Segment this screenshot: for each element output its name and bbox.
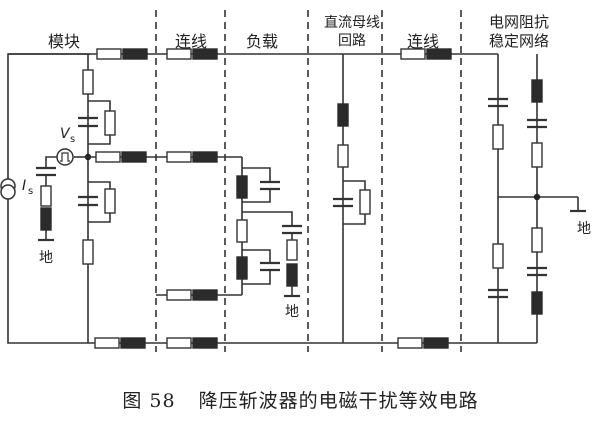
dc-bus-loop <box>333 54 371 343</box>
section-label-grid-2: 稳定网络 <box>489 32 549 50</box>
grid-impedance-network: 地 <box>488 54 591 343</box>
section-label-dc-bus-2: 回路 <box>338 33 366 49</box>
module-resistor-top <box>82 69 94 95</box>
vs-label: V <box>60 126 71 142</box>
figure-number: 图 58 <box>122 390 176 412</box>
module-resistor-bottom <box>82 239 94 265</box>
vs-subscript: s <box>70 134 75 145</box>
ground-label-grid: 地 <box>577 221 591 237</box>
is-label: I <box>22 178 26 194</box>
section-label-link-2: 连线 <box>407 32 439 51</box>
load-section: 地 <box>88 151 302 320</box>
ground-label-load: 地 <box>285 304 299 320</box>
is-subscript: s <box>28 186 33 197</box>
pulse-voltage-source-symbol <box>36 148 88 242</box>
module-section: V s I s 地 <box>0 53 116 344</box>
current-source-symbol <box>0 178 16 200</box>
section-label-grid-1: 电网阻抗 <box>489 13 549 31</box>
bottom-bus <box>88 337 537 349</box>
top-bus <box>8 48 498 60</box>
section-dividers <box>155 10 462 352</box>
figure-title: 降压斩波器的电磁干扰等效电路 <box>198 390 479 412</box>
ground-label-source: 地 <box>39 250 53 266</box>
section-label-load: 负载 <box>246 32 278 51</box>
section-label-dc-bus-1: 直流母线 <box>324 14 380 31</box>
section-label-link-1: 连线 <box>175 32 207 51</box>
figure-caption: 图 58 降压斩波器的电磁干扰等效电路 <box>0 386 601 413</box>
section-label-module: 模块 <box>48 32 80 51</box>
